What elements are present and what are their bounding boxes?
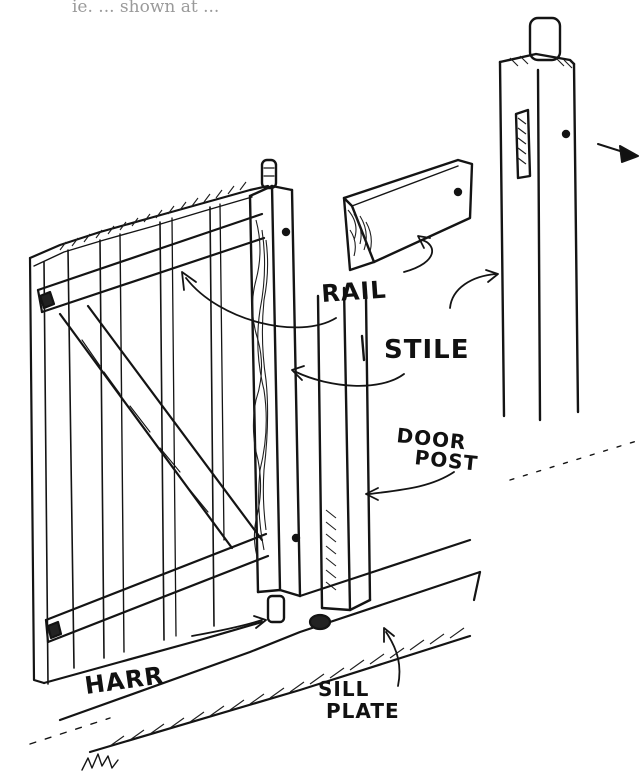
pointer-arrow-right	[597, 143, 639, 163]
label-rail: RAIL	[320, 275, 387, 307]
background-dashed-line	[509, 439, 641, 481]
post-top-hatch	[509, 55, 573, 165]
sill-plate-leader	[385, 631, 401, 687]
door-stile	[248, 158, 302, 624]
label-sill-line1: SILL	[318, 677, 369, 701]
door-diagonal-brace	[58, 304, 264, 550]
rail-endgrain-hatch	[347, 209, 372, 257]
door-post-hatch	[325, 509, 337, 591]
stile-leader-door	[295, 371, 405, 387]
door-top-rail	[36, 212, 266, 314]
label-harr: HARR	[83, 661, 166, 700]
rail-detail	[342, 158, 474, 272]
label-stile: STILE	[384, 335, 469, 365]
stile-grain-hatch	[251, 219, 269, 561]
stile-leader-post	[449, 273, 497, 309]
sill-plate	[58, 538, 482, 754]
label-sill-line2: PLATE	[326, 699, 400, 723]
door-post-leader	[369, 471, 455, 495]
header-partial-text: ie. ... shown at ...	[72, 0, 219, 17]
door-post	[316, 286, 372, 612]
leader-arrows	[181, 235, 499, 687]
board-endgrain-hatch	[59, 181, 247, 251]
harr-leader	[191, 619, 263, 637]
label-door-post-line2: POST	[413, 445, 479, 476]
rail-leader-door	[185, 277, 337, 329]
door-bottom-rail	[44, 532, 270, 644]
label-stile-bar	[360, 334, 366, 362]
grass-scribble	[81, 753, 119, 771]
standing-post	[498, 16, 580, 422]
door-boards	[28, 184, 270, 685]
ground-dashed-line	[29, 717, 111, 745]
rail-leader-detail	[403, 239, 433, 273]
